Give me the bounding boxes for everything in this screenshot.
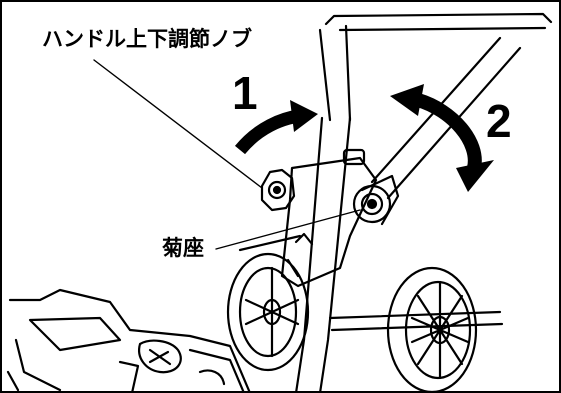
right-wheel [386, 266, 478, 393]
seat-leader-line [215, 209, 361, 250]
handle-top-bar [324, 12, 553, 26]
left-handle-upper [318, 28, 332, 122]
left-wheel [226, 252, 310, 372]
seat-pivot [352, 174, 400, 226]
handle-knob-label: ハンドル上下調節ノブ [40, 27, 254, 51]
top-clamp-knob [342, 148, 366, 166]
seat-label: 菊座 [160, 236, 206, 260]
step-number-1: 1 [232, 67, 258, 119]
arrow-2 [390, 84, 494, 192]
engine-body [6, 288, 252, 393]
rear-axle-frame [328, 310, 502, 320]
handle-height-knob [260, 168, 296, 212]
knob-leader-line [93, 59, 263, 189]
arrow-1 [234, 100, 318, 155]
step-number-2: 2 [486, 95, 512, 147]
pivot-bracket [280, 156, 378, 288]
